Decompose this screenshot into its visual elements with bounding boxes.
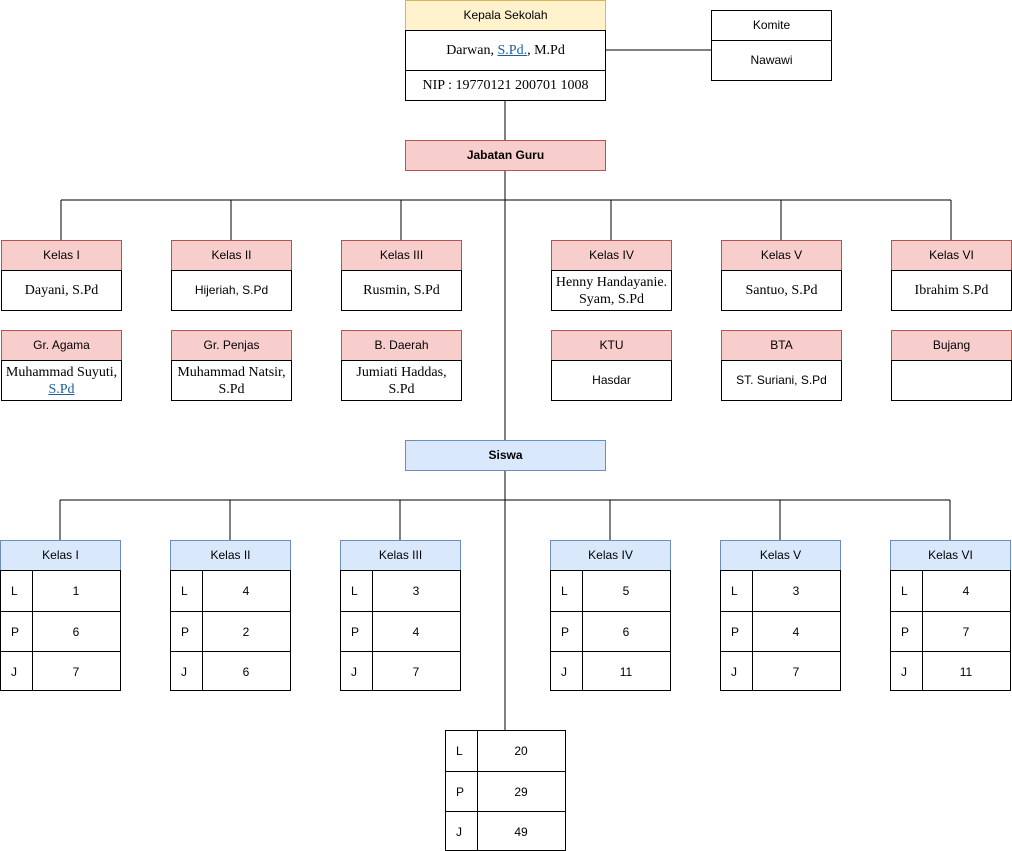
teacher-title: Kelas VI	[891, 240, 1012, 271]
head-nip-text: NIP : 19770121 200701 1008	[422, 78, 589, 93]
teacher-name: Hijeriah, S.Pd	[171, 270, 292, 311]
staff-title: BTA	[721, 330, 842, 361]
total-l: 20	[514, 744, 528, 758]
spd-link[interactable]: S.Pd.	[497, 43, 528, 58]
class-title: Kelas VI	[890, 540, 1011, 571]
staff-name: Jumiati Haddas, S.Pd	[341, 360, 462, 401]
teacher-title: Kelas I	[1, 240, 122, 271]
staff-name: Muhammad Suyuti, S.Pd	[1, 360, 122, 401]
siswa-header: Siswa	[405, 440, 606, 471]
staff-name: ST. Suriani, S.Pd	[721, 360, 842, 401]
teacher-name: Rusmin, S.Pd	[341, 270, 462, 311]
staff-name: Muhammad Natsir, S.Pd	[171, 360, 292, 401]
staff-title: B. Daerah	[341, 330, 462, 361]
class-title: Kelas I	[0, 540, 121, 571]
staff-name	[891, 360, 1012, 401]
spd-link[interactable]: S.Pd	[48, 381, 75, 397]
teacher-title: Kelas III	[341, 240, 462, 271]
komite-name: Nawawi	[711, 40, 832, 81]
staff-title: Gr. Agama	[1, 330, 122, 361]
total-p: 29	[514, 784, 528, 799]
teacher-name: Ibrahim S.Pd	[891, 270, 1012, 311]
total-j: 49	[514, 824, 528, 839]
head-title: Kepala Sekolah	[405, 0, 606, 31]
teacher-name: Henny Handayanie. Syam, S.Pd	[551, 270, 672, 311]
teacher-title: Kelas V	[721, 240, 842, 271]
class-title: Kelas III	[340, 540, 461, 571]
komite-title: Komite	[711, 10, 832, 41]
staff-title: KTU	[551, 330, 672, 361]
head-nip: NIP : 19770121 200701 1008	[405, 70, 606, 101]
class-title: Kelas II	[170, 540, 291, 571]
teacher-name: Dayani, S.Pd	[1, 270, 122, 311]
staff-title: Bujang	[891, 330, 1012, 361]
class-title: Kelas IV	[550, 540, 671, 571]
teacher-name: Santuo, S.Pd	[721, 270, 842, 311]
head-name-text: Darwan, S.Pd., M.Pd	[446, 43, 565, 58]
staff-name: Hasdar	[551, 360, 672, 401]
head-title-text: Kepala Sekolah	[463, 8, 548, 22]
class-title: Kelas V	[720, 540, 841, 571]
head-name: Darwan, S.Pd., M.Pd	[405, 30, 606, 71]
staff-title: Gr. Penjas	[171, 330, 292, 361]
teacher-title: Kelas IV	[551, 240, 672, 271]
jabatan-guru-header: Jabatan Guru	[405, 140, 606, 171]
teacher-title: Kelas II	[171, 240, 292, 271]
